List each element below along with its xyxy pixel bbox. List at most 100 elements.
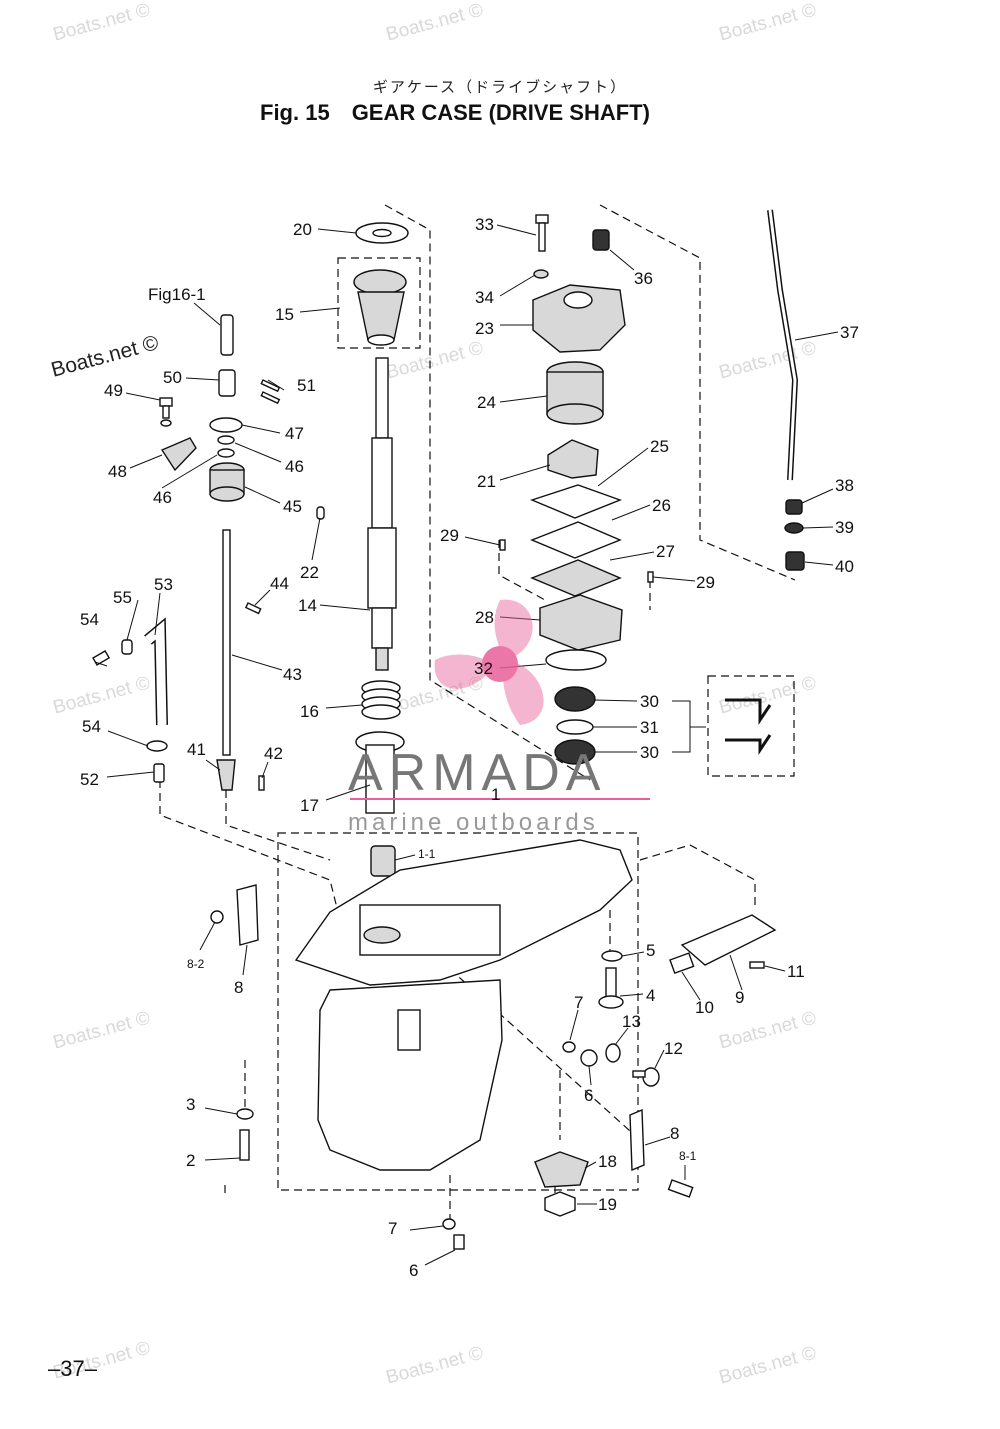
callout-label: 52	[80, 770, 99, 789]
callout-label: 25	[650, 437, 669, 456]
callout-label: 43	[283, 665, 302, 684]
callout-label: 8	[234, 978, 243, 997]
callout-label: 37	[840, 323, 859, 342]
part-31-washer	[556, 719, 594, 735]
callout-label: 9	[735, 988, 744, 1007]
callout-label: 2	[186, 1151, 195, 1170]
callout-label: 1	[491, 785, 500, 804]
part-39-washer	[784, 522, 804, 534]
callout-label: 46	[285, 457, 304, 476]
part-21-impeller	[547, 439, 599, 479]
callout-label: 30	[640, 743, 659, 762]
part-2-bolt	[239, 1129, 250, 1161]
part-43-shift-rod	[222, 529, 231, 756]
callout-label: 6	[584, 1086, 593, 1105]
part-1-1-bushing	[370, 845, 396, 877]
callout-label: 28	[475, 608, 494, 627]
brand-name: ARMADA	[348, 744, 606, 802]
callout-label: 7	[388, 1219, 397, 1238]
part-41-shift-cam	[216, 759, 236, 791]
part-7-washer	[442, 1041, 576, 1230]
part-12-screw	[632, 1067, 660, 1087]
part-46-washer	[217, 435, 235, 458]
callout-label: 12	[664, 1039, 683, 1058]
part-40-grommet	[785, 551, 805, 571]
callout-label: 36	[634, 269, 653, 288]
part-1-gear-case	[294, 839, 633, 1171]
callout-label: 31	[640, 718, 659, 737]
callout-label: 24	[477, 393, 496, 412]
part-30-oil-seal	[554, 686, 596, 765]
callout-label: 46	[153, 488, 172, 507]
part-37-water-tube	[767, 209, 799, 481]
callout-label: 33	[475, 215, 494, 234]
part-34-washer	[533, 269, 549, 279]
part-10-clip	[669, 952, 695, 975]
part-36-grommet	[592, 229, 610, 251]
part-48-plate	[160, 437, 197, 472]
callout-label: 47	[285, 424, 304, 443]
callout-label: 29	[696, 573, 715, 592]
part-52-nipple	[153, 763, 165, 783]
part-20-washer	[355, 222, 409, 244]
callout-label: 45	[283, 497, 302, 516]
part-6-screw	[453, 1049, 598, 1250]
part-47-o-ring	[209, 417, 243, 433]
callout-label: 20	[293, 220, 312, 239]
part-3-washer	[236, 1108, 254, 1120]
part-5-washer	[601, 950, 623, 962]
callout-label: 26	[652, 496, 671, 515]
callout-label: 42	[264, 744, 283, 763]
callout-label: 38	[835, 476, 854, 495]
part-16-spring	[361, 680, 401, 720]
callout-label: 7	[574, 993, 583, 1012]
part-49-bolt	[159, 397, 173, 427]
callout-label: 54	[82, 717, 101, 736]
part-44-clip	[244, 602, 262, 615]
part-26-gasket	[529, 484, 622, 519]
callout-label: 41	[187, 740, 206, 759]
part-fig16-1-rod	[220, 314, 234, 356]
callout-label: 55	[113, 588, 132, 607]
part-9-plate	[680, 914, 777, 966]
callout-label: Fig16-1	[148, 285, 206, 304]
part-8-1-bolt	[667, 1179, 694, 1198]
callout-label: 30	[640, 692, 659, 711]
part-54-fitting	[92, 650, 168, 752]
part-55-clip	[121, 639, 133, 655]
part-11-screw	[749, 961, 765, 969]
callout-label: 44	[270, 574, 289, 593]
callout-label: 17	[300, 796, 319, 815]
leader-lines	[94, 224, 839, 1266]
part-4-bolt	[598, 967, 624, 1009]
callout-label: 8	[670, 1124, 679, 1143]
part-23-pump-housing	[532, 284, 626, 353]
callout-label: 21	[477, 472, 496, 491]
part-22-pin	[316, 506, 325, 520]
callout-label: 53	[154, 575, 173, 594]
callout-label: 22	[300, 563, 319, 582]
callout-labels: 20 15 Fig16-1 50 51 49 47 46 48 46 45 22…	[80, 215, 859, 1280]
callout-label: 18	[598, 1152, 617, 1171]
part-8-2-bolt	[210, 910, 224, 924]
callout-label: 48	[108, 462, 127, 481]
callout-label: 16	[300, 702, 319, 721]
callout-label: 50	[163, 368, 182, 387]
brand-logo	[434, 599, 544, 725]
japanese-subtitle: ギアケース（ドライブシャフト）	[372, 79, 628, 96]
callout-label: 1-1	[418, 847, 436, 861]
part-32-plate	[539, 594, 623, 671]
callout-label: 13	[622, 1012, 641, 1031]
part-28-gasket	[530, 559, 622, 597]
callout-label: 4	[646, 986, 655, 1005]
figure-caption: GEAR CASE (DRIVE SHAFT)	[351, 100, 650, 125]
part-42-pin	[258, 775, 265, 791]
part-24-pump-insert	[546, 361, 604, 425]
page-number: –37–	[48, 1356, 97, 1381]
callout-label: 49	[104, 381, 123, 400]
part-13-washer	[605, 1043, 621, 1063]
brand-tagline: marine outboards	[348, 809, 599, 836]
part-14-drive-shaft	[367, 357, 397, 671]
callout-label: 6	[409, 1261, 418, 1280]
